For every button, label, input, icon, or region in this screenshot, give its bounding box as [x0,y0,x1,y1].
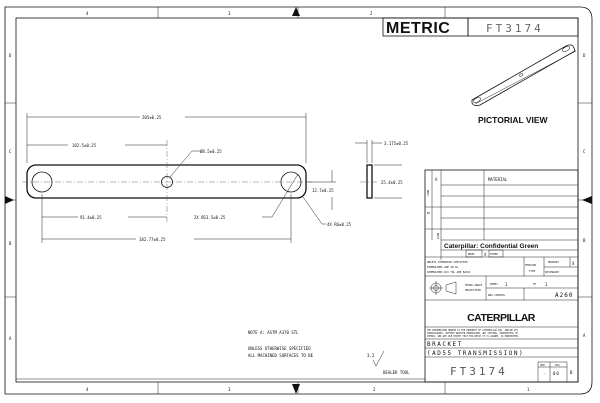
secondary-label: SECONDARY [545,270,559,274]
dim-center-hole-position: 102.5±0.25 [72,143,97,148]
wt-label: WT [427,211,431,215]
primary-mark: X [572,261,575,266]
zone-label: C [9,149,12,154]
zone-label: 3 [228,11,231,16]
surface-finish-value: 3.2 [367,353,375,358]
projection-label-1: THIRD ANGLE [465,283,483,287]
dim-center-hole-dia: Ø8.5±0.25 [200,149,222,154]
dwg-control-value: A260 [555,292,573,299]
zone-label: 4 [86,387,89,392]
of-label: OF [533,282,537,286]
tolerance-note-3: DIMENSIONS W/O TOL ARE BASIC [427,270,471,274]
caterpillar-logo: CATERPILLAR [467,312,536,324]
metric-label: METRIC [386,20,450,37]
drawing-title-1: BRACKET [427,341,463,348]
tolerance-note-2: DIMENSIONS ARE IN mm [427,265,459,269]
note-line-1: UNLESS OTHERWISE SPECIFIED [248,346,311,351]
dim-width: 25.4±0.25 [381,180,403,185]
front-view: 205±0.25 102.5±0.25 Ø8.5±0.25 91.4±0.25 … [22,113,352,243]
prod-label: PROD. [468,252,476,256]
surface-finish-symbol [372,350,385,367]
zone-label: 3 [228,387,231,392]
note-label: NOTE [436,233,440,240]
revision-letter: A [435,177,438,182]
zone-label: D [9,53,12,58]
note-line-2: ALL MACHINED SURFACES TO BE [248,353,314,358]
confidential-label: Caterpillar: Confidential Green [444,243,538,250]
primary-label: PRIMARY [548,260,559,264]
zone-label: 4 [86,11,89,16]
zone-label: 1 [527,387,530,392]
ver-label: VER [540,363,545,367]
title-block: MATL WT NOTE A MATERIAL Caterpillar: Con… [424,169,579,383]
dim-corner-radius: 4X R6±0.25 [327,222,352,227]
tolerance-note-1: UNLESS OTHERWISE SPECIFIED [427,260,468,264]
zone-label: B [583,238,586,243]
dim-end-hole-dia: 2X Ø13.5±0.25 [194,215,226,220]
dim-hole-to-center: 91.4±0.25 [80,215,102,220]
sheet-size: B [570,370,573,375]
sheet-label: SHEET [490,282,498,286]
drawing-frame: 4 3 2 4 3 2 1 D C B A D C B A [4,6,593,395]
side-view: 3.175±0.25 25.4±0.25 [355,140,409,199]
prod-mark: X [484,252,487,257]
bracket-outline [26,164,307,199]
dim-thickness: 3.175±0.25 [384,141,409,146]
chg-value: 00 [553,371,560,376]
property-notice: SUBSIDIARIES. WITHOUT WRITTEN PERMISSION… [427,332,519,335]
sheet-number: 1 [505,282,508,287]
ver-value: - [543,371,545,376]
other-label: OTHER [490,252,498,256]
type-label: TYPE [529,269,536,273]
drawing-title-2: (AD55 TRANSMISSION) [427,350,524,357]
header-drawing-number: FT3174 [486,22,544,35]
matl-label: MATL [426,190,430,197]
third-angle-projection-icon [429,281,457,295]
zone-label: A [9,336,12,341]
projection-label-2: PROJECTION [465,288,481,292]
dim-hole-spacing: 182.77±0.25 [139,237,166,242]
zone-label: D [583,53,586,58]
zone-label: 2 [370,11,373,16]
pictorial-view-label: PICTORIAL VIEW [478,115,549,125]
property-notice: THE INFORMATION HEREIN IS THE PROPERTY O… [427,329,519,332]
dealer-tool-label: DEALER TOOL [383,370,410,375]
zone-label: 2 [373,387,376,392]
dim-hole-height: 12.7±0.25 [312,188,334,193]
header-block: METRIC FT3174 [382,17,579,37]
dwg-control-label: DWG CONTROL [488,293,506,297]
title-drawing-number: FT3174 [450,365,508,378]
note-a: NOTE A: ASTM A370 STL [248,330,299,335]
dim-overall-length: 205±0.25 [142,115,162,120]
property-notice: OTHERS, AND ANY USE EXCEPT THAT FOR WHIC… [427,335,519,338]
centering-mark [5,196,14,204]
zone-label: B [9,241,12,246]
sheet-total: 1 [545,282,548,287]
pictorial-view: PICTORIAL VIEW [471,44,577,125]
zone-label: A [583,333,586,338]
chg-label: CHG [555,363,560,367]
zone-label: C [583,149,586,154]
material-label: MATERIAL [488,177,508,182]
drawing-notes: NOTE A: ASTM A370 STL UNLESS OTHERWISE S… [16,330,425,380]
version-label: VERSION [525,263,536,267]
